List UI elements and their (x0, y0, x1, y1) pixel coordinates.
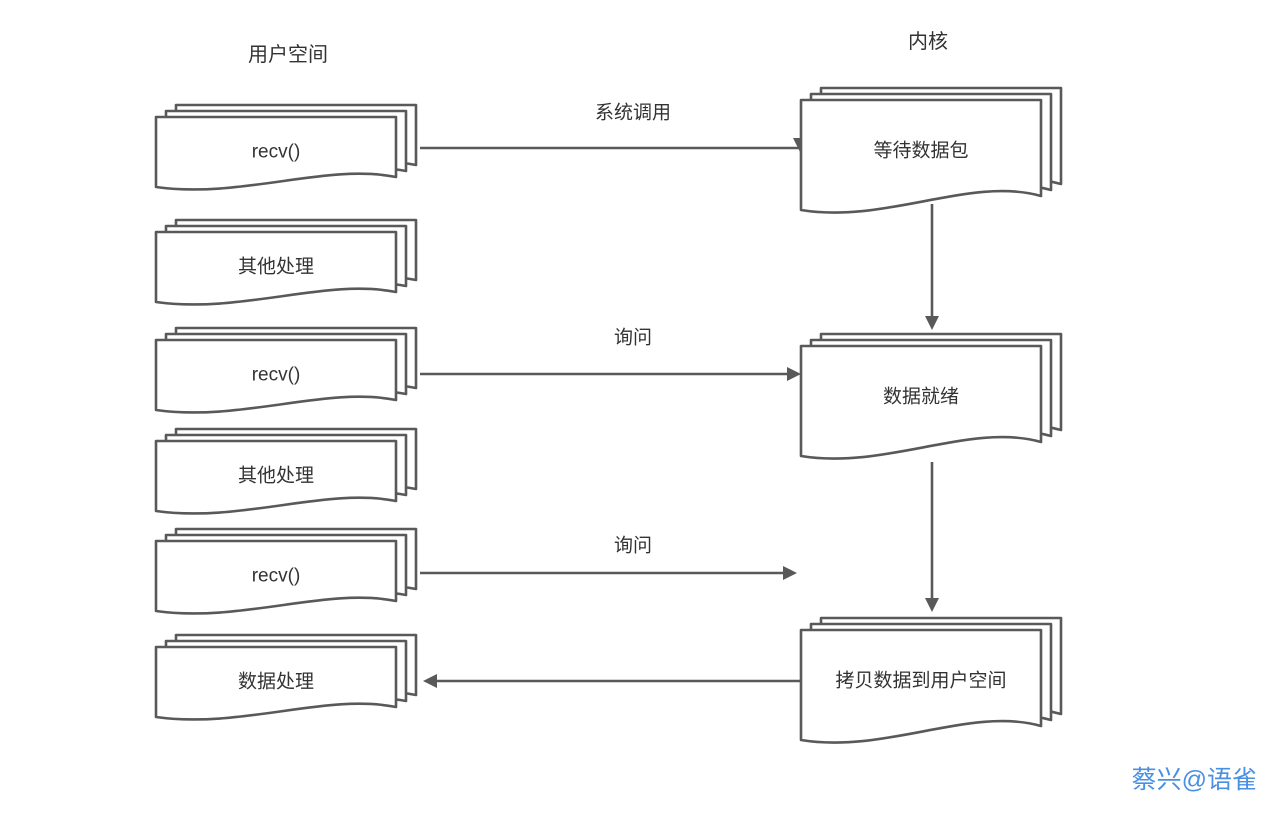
edge-label-syscall: 系统调用 (595, 102, 671, 124)
node-label: 拷贝数据到用户空间 (835, 670, 1006, 692)
node-label: recv() (252, 365, 301, 386)
edge-copy-to-process (423, 674, 801, 688)
node-label: 等待数据包 (873, 140, 968, 162)
column-header-kernel: 内核 (908, 30, 948, 53)
edge-wait-to-ready (925, 204, 939, 330)
arrowhead-right-icon (783, 566, 797, 580)
node-user-other-1: 其他处理 (154, 218, 418, 306)
node-kernel-copy: 拷贝数据到用户空间 (799, 616, 1063, 744)
node-user-other-2: 其他处理 (154, 427, 418, 515)
node-label: recv() (252, 566, 301, 587)
edge-poll-2: 询问 (420, 535, 797, 580)
node-label: 数据处理 (238, 671, 314, 693)
edge-poll-1: 询问 (420, 327, 801, 381)
arrowhead-right-icon (787, 367, 801, 381)
node-user-recv-2: recv() (154, 326, 418, 414)
arrowhead-down-icon (925, 316, 939, 330)
arrowhead-down-icon (925, 598, 939, 612)
node-label: recv() (252, 142, 301, 163)
edge-label-poll-2: 询问 (614, 535, 652, 557)
node-kernel-wait: 等待数据包 (799, 86, 1063, 214)
edge-syscall: 系统调用 (420, 102, 807, 152)
node-label: 其他处理 (238, 465, 314, 487)
node-label: 其他处理 (238, 256, 314, 278)
column-header-user-space: 用户空间 (248, 43, 328, 66)
edge-ready-to-copy (925, 462, 939, 612)
watermark-author: 蔡兴@语雀 (1131, 766, 1257, 794)
edge-label-poll-1: 询问 (614, 327, 652, 349)
node-kernel-ready: 数据就绪 (799, 332, 1063, 460)
arrowhead-left-icon (423, 674, 437, 688)
node-user-data-process: 数据处理 (154, 633, 418, 721)
node-user-recv-1: recv() (154, 103, 418, 191)
node-label: 数据就绪 (883, 386, 959, 408)
node-user-recv-3: recv() (154, 527, 418, 615)
